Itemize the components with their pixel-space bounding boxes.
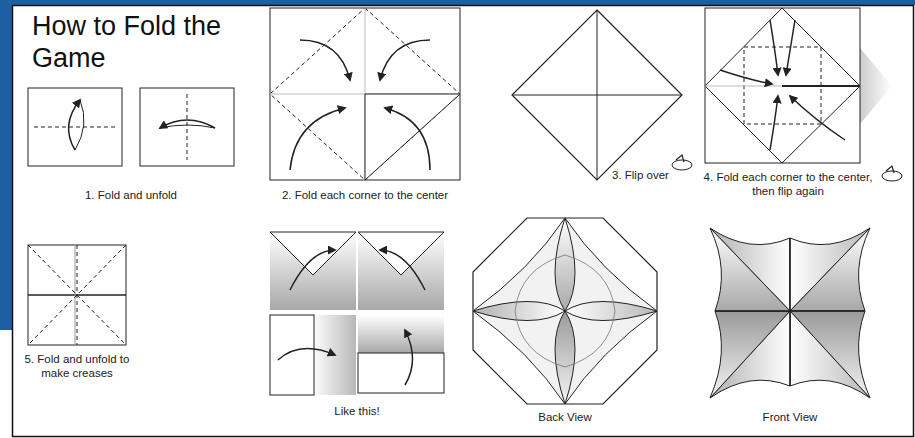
title: How to Fold the Game: [32, 10, 232, 75]
view-caption: Front View: [730, 410, 850, 424]
step-caption: 4. Fold each corner to the center, then …: [702, 170, 874, 199]
step-caption: 3. Flip over: [612, 168, 674, 182]
step-caption: 1. Fold and unfold: [28, 188, 234, 202]
step-caption: 5. Fold and unfold to make creases: [22, 352, 132, 381]
step-caption: 2. Fold each corner to the center: [262, 188, 468, 202]
example-caption: Like this!: [300, 404, 414, 418]
view-caption: Back View: [505, 410, 625, 424]
